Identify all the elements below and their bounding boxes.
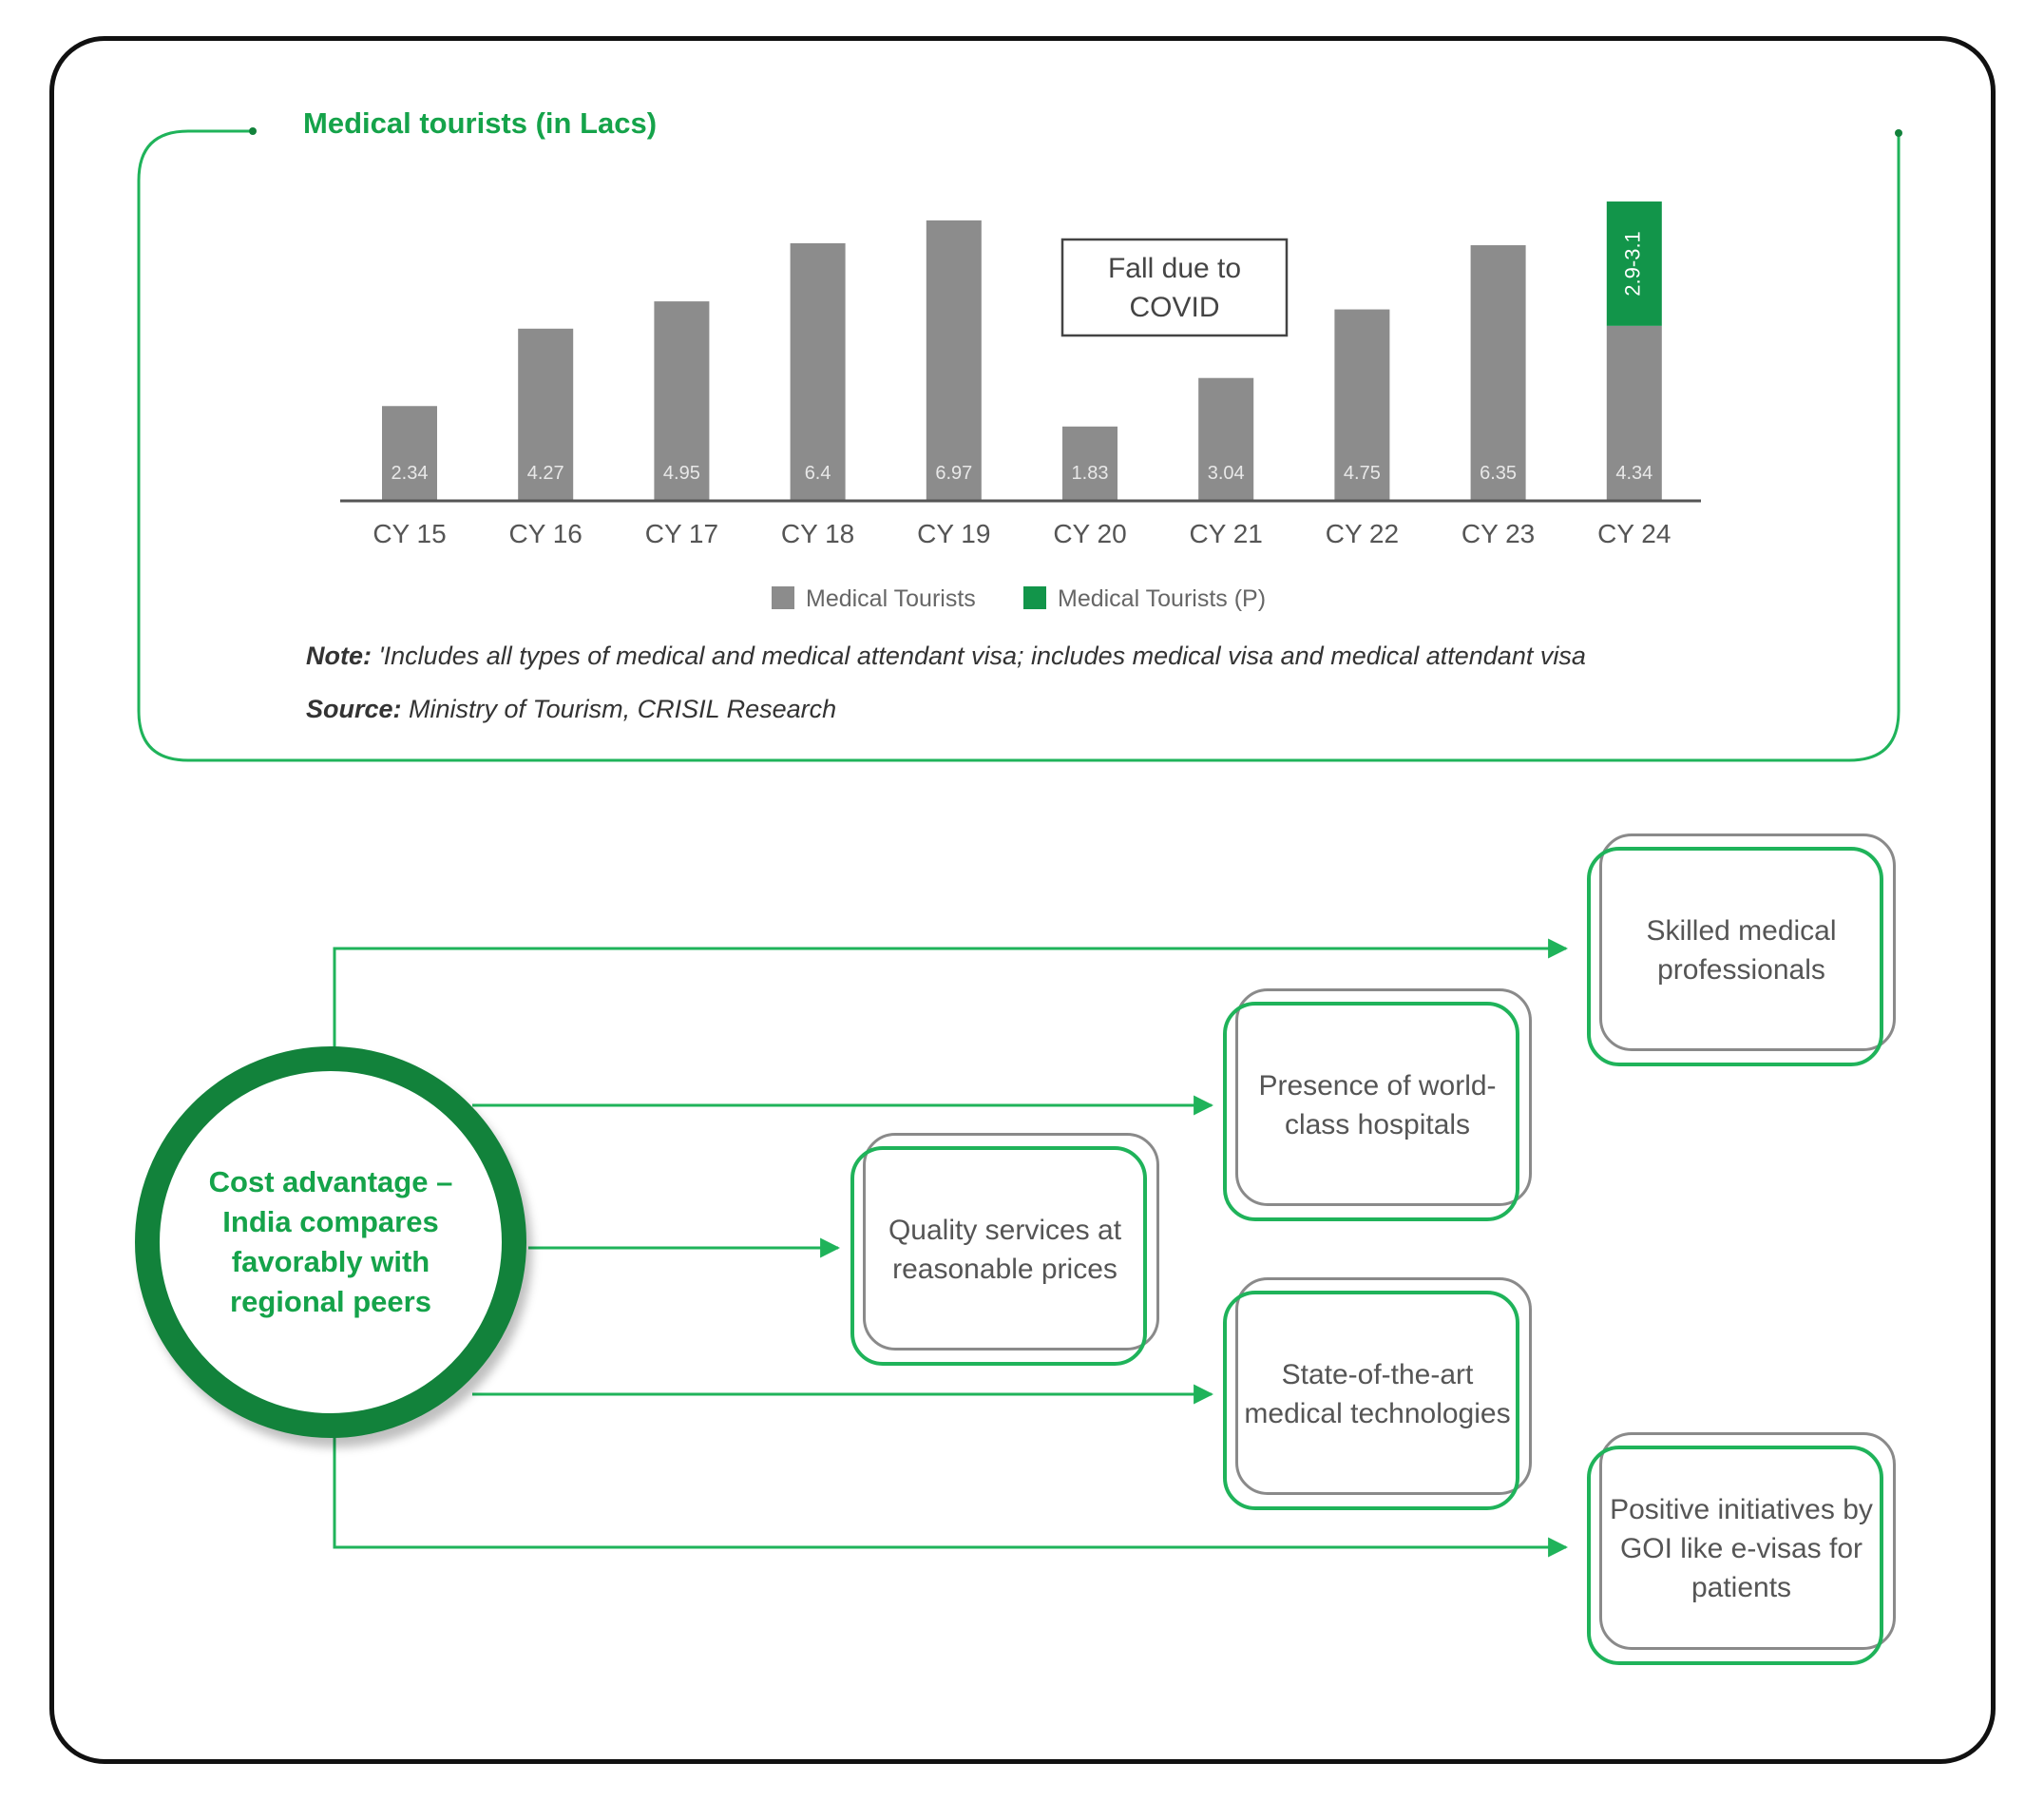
hub-text: Cost advantage – India compares favorabl… [208,1165,453,1318]
note-text: 'Includes all types of medical and medic… [372,642,1586,670]
bar-medical-tourists [790,242,846,501]
chart-source: Source: Ministry of Tourism, CRISIL Rese… [306,695,836,724]
bar-data-label: 6.97 [935,463,972,484]
bar-data-label: 4.95 [663,463,700,484]
connector-skilled [333,938,1569,1048]
bar-data-label: 2.34 [392,463,429,484]
x-tick-label: CY 20 [1053,519,1126,548]
legend-swatch-medical-tourists [772,586,794,609]
projection-data-label: 2.9-3.1 [1621,231,1645,297]
source-label: Source: [306,695,402,723]
box-medical-technologies: State-of-the-art medical technologies [1223,1277,1532,1510]
covid-annotation-line2: COVID [1129,292,1219,323]
x-tick-label: CY 15 [373,519,446,548]
bar-medical-tourists [654,301,710,500]
x-tick-label: CY 16 [509,519,583,548]
box-text: Presence of world-class hospitals [1258,1069,1497,1140]
box-text: State-of-the-art medical technologies [1244,1358,1511,1429]
bar-data-label: 4.34 [1615,463,1652,484]
bar-medical-tourists [1198,377,1254,500]
chart-title: Medical tourists (in Lacs) [303,106,658,140]
covid-annotation-box [1060,238,1289,337]
bar-data-label: 4.75 [1344,463,1381,484]
box-text: Positive initiatives by GOI like e-visas… [1610,1494,1873,1603]
box-quality-services: Quality services at reasonable prices [850,1133,1159,1366]
chart: 2.34 4.27 4.95 6.4 6.97 1.83 3.04 4.75 6.35 4.34 2… [137,127,1902,762]
connector-initiatives [333,1437,1569,1558]
x-tick-label: CY 19 [917,519,990,548]
x-tick-label: CY 23 [1461,519,1535,548]
x-tick-label: CY 17 [645,519,718,548]
bar-medical-tourists [518,328,574,500]
legend-swatch-medical-tourists-p [1023,586,1046,609]
legend-label-medical-tourists-p: Medical Tourists (P) [1058,585,1266,612]
box-goi-initiatives: Positive initiatives by GOI like e-visas… [1587,1432,1896,1665]
x-tick-label: CY 22 [1326,519,1399,548]
box-skilled-professionals: Skilled medical professionals [1587,833,1896,1066]
x-tick-label: CY 21 [1190,519,1263,548]
bar-medical-tourists [1606,325,1662,500]
x-tick-label: CY 24 [1597,519,1671,548]
chart-note: Note: 'Includes all types of medical and… [306,642,1586,671]
bar-data-label: 6.4 [805,463,831,484]
bar-medical-tourists [1334,309,1390,500]
panel-dot-right [1895,129,1902,137]
bar-data-label: 3.04 [1208,463,1245,484]
box-world-class-hospitals: Presence of world-class hospitals [1223,988,1532,1221]
note-label: Note: [306,642,372,670]
bar-data-label: 6.35 [1480,463,1517,484]
bar-medical-tourists [926,220,982,500]
hub-circle: Cost advantage – India compares favorabl… [135,1046,526,1438]
x-tick-label: CY 18 [781,519,854,548]
box-text: Skilled medical professionals [1646,914,1837,986]
page-frame [49,36,1996,1764]
source-text: Ministry of Tourism, CRISIL Research [401,695,837,723]
bar-data-label: 4.27 [527,463,564,484]
chart-panel-border [137,129,1901,762]
box-text: Quality services at reasonable prices [888,1214,1122,1285]
bar-medical-tourists [1470,245,1526,500]
panel-dot-left [249,127,257,135]
covid-annotation-line1: Fall due to [1108,253,1241,284]
legend-label-medical-tourists: Medical Tourists [806,585,976,612]
bar-medical-tourists [1062,426,1118,500]
bar-data-label: 1.83 [1072,463,1109,484]
bar-medical-tourists-p [1606,201,1662,326]
bar-medical-tourists [382,406,437,500]
